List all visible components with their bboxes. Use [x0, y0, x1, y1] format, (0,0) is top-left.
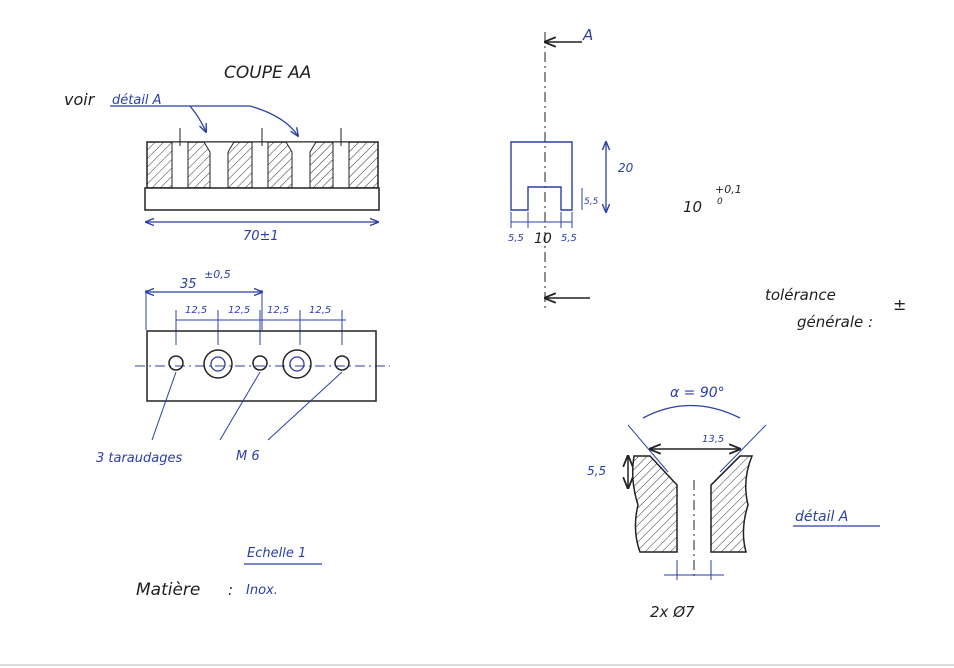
countersink-hole-1-outer: [203, 349, 233, 379]
general-tolerance-line1: tolérance: [765, 286, 836, 304]
spacing-dim-1: 12,5: [185, 305, 207, 316]
length-dimension: 70±1: [243, 229, 279, 244]
tolerance-spec: 10 +0,1 0: [683, 183, 742, 216]
detail-depth-dim: 5,5: [587, 464, 606, 478]
angle-arc: [642, 404, 741, 419]
detail-view: α = 90° 13,5 5,5 2x Ø7 détail A: [587, 385, 880, 621]
material-value: Inox.: [246, 583, 278, 598]
general-tolerance-line2: générale :: [797, 313, 873, 331]
section-title: COUPE AA: [224, 63, 311, 83]
tolerance-lower: 0: [717, 197, 723, 207]
right-width-dim: 5,5: [561, 233, 577, 244]
detail-label: détail A: [795, 509, 848, 525]
slot-width-dim: 10: [534, 231, 552, 247]
section-marker-label: A: [582, 26, 593, 44]
thread-size: M 6: [236, 449, 260, 464]
tolerance-upper: +0,1: [715, 183, 742, 196]
overall-dim-value: 35: [180, 277, 197, 292]
spacing-dim-4: 12,5: [309, 305, 331, 316]
left-width-dim: 5,5: [508, 233, 524, 244]
detail-ref-arrow-2: [249, 105, 298, 136]
detail-material-left: [631, 455, 678, 553]
thread-note: 3 taraudages: [96, 451, 182, 466]
u-profile: [510, 141, 573, 211]
countersink-hole-1-inner: [210, 356, 226, 372]
countersink-hole-2-outer: [282, 349, 312, 379]
general-tolerance-value: ±: [893, 295, 906, 314]
detail-ref-arrow-1: [189, 105, 206, 132]
section-view: COUPE AA voir détail A 70±1: [64, 63, 380, 244]
tapped-hole-2: [252, 355, 268, 371]
section-hole-1: [171, 141, 189, 189]
detail-ref-prefix: voir: [64, 90, 96, 109]
material-label: Matière: [136, 580, 200, 600]
detail-material-right: [710, 455, 754, 553]
section-hole-2: [251, 141, 269, 189]
overall-dim-tolerance: ±0,5: [204, 268, 231, 281]
height-dim: 20: [618, 161, 634, 175]
section-base: [144, 187, 380, 211]
general-tolerance: tolérance générale : ±: [765, 286, 906, 331]
slot-depth-dim: 5,5: [584, 197, 599, 207]
tolerance-nominal: 10: [683, 198, 702, 216]
material-separator: :: [228, 581, 233, 599]
notes: Echelle 1 Matière : Inox.: [136, 546, 322, 600]
top-view: 35 ±0,5 12,5 12,5 12,5 12,5 3 taraudages…: [96, 268, 390, 466]
tapped-hole-1: [168, 355, 184, 371]
detail-hole-dim: 2x Ø7: [650, 603, 695, 621]
scale-note: Echelle 1: [247, 546, 306, 561]
spacing-dim-2: 12,5: [228, 305, 250, 316]
side-view: A 20 5,5 5,5 10 5,5: [508, 26, 634, 312]
tapped-hole-3: [334, 355, 350, 371]
spacing-dim-3: 12,5: [267, 305, 289, 316]
detail-width-dim: 13,5: [702, 434, 724, 445]
countersink-hole-2-inner: [289, 356, 305, 372]
angle-label: α = 90°: [670, 385, 725, 401]
section-hole-3: [332, 141, 350, 189]
detail-ref-label: détail A: [112, 93, 162, 108]
